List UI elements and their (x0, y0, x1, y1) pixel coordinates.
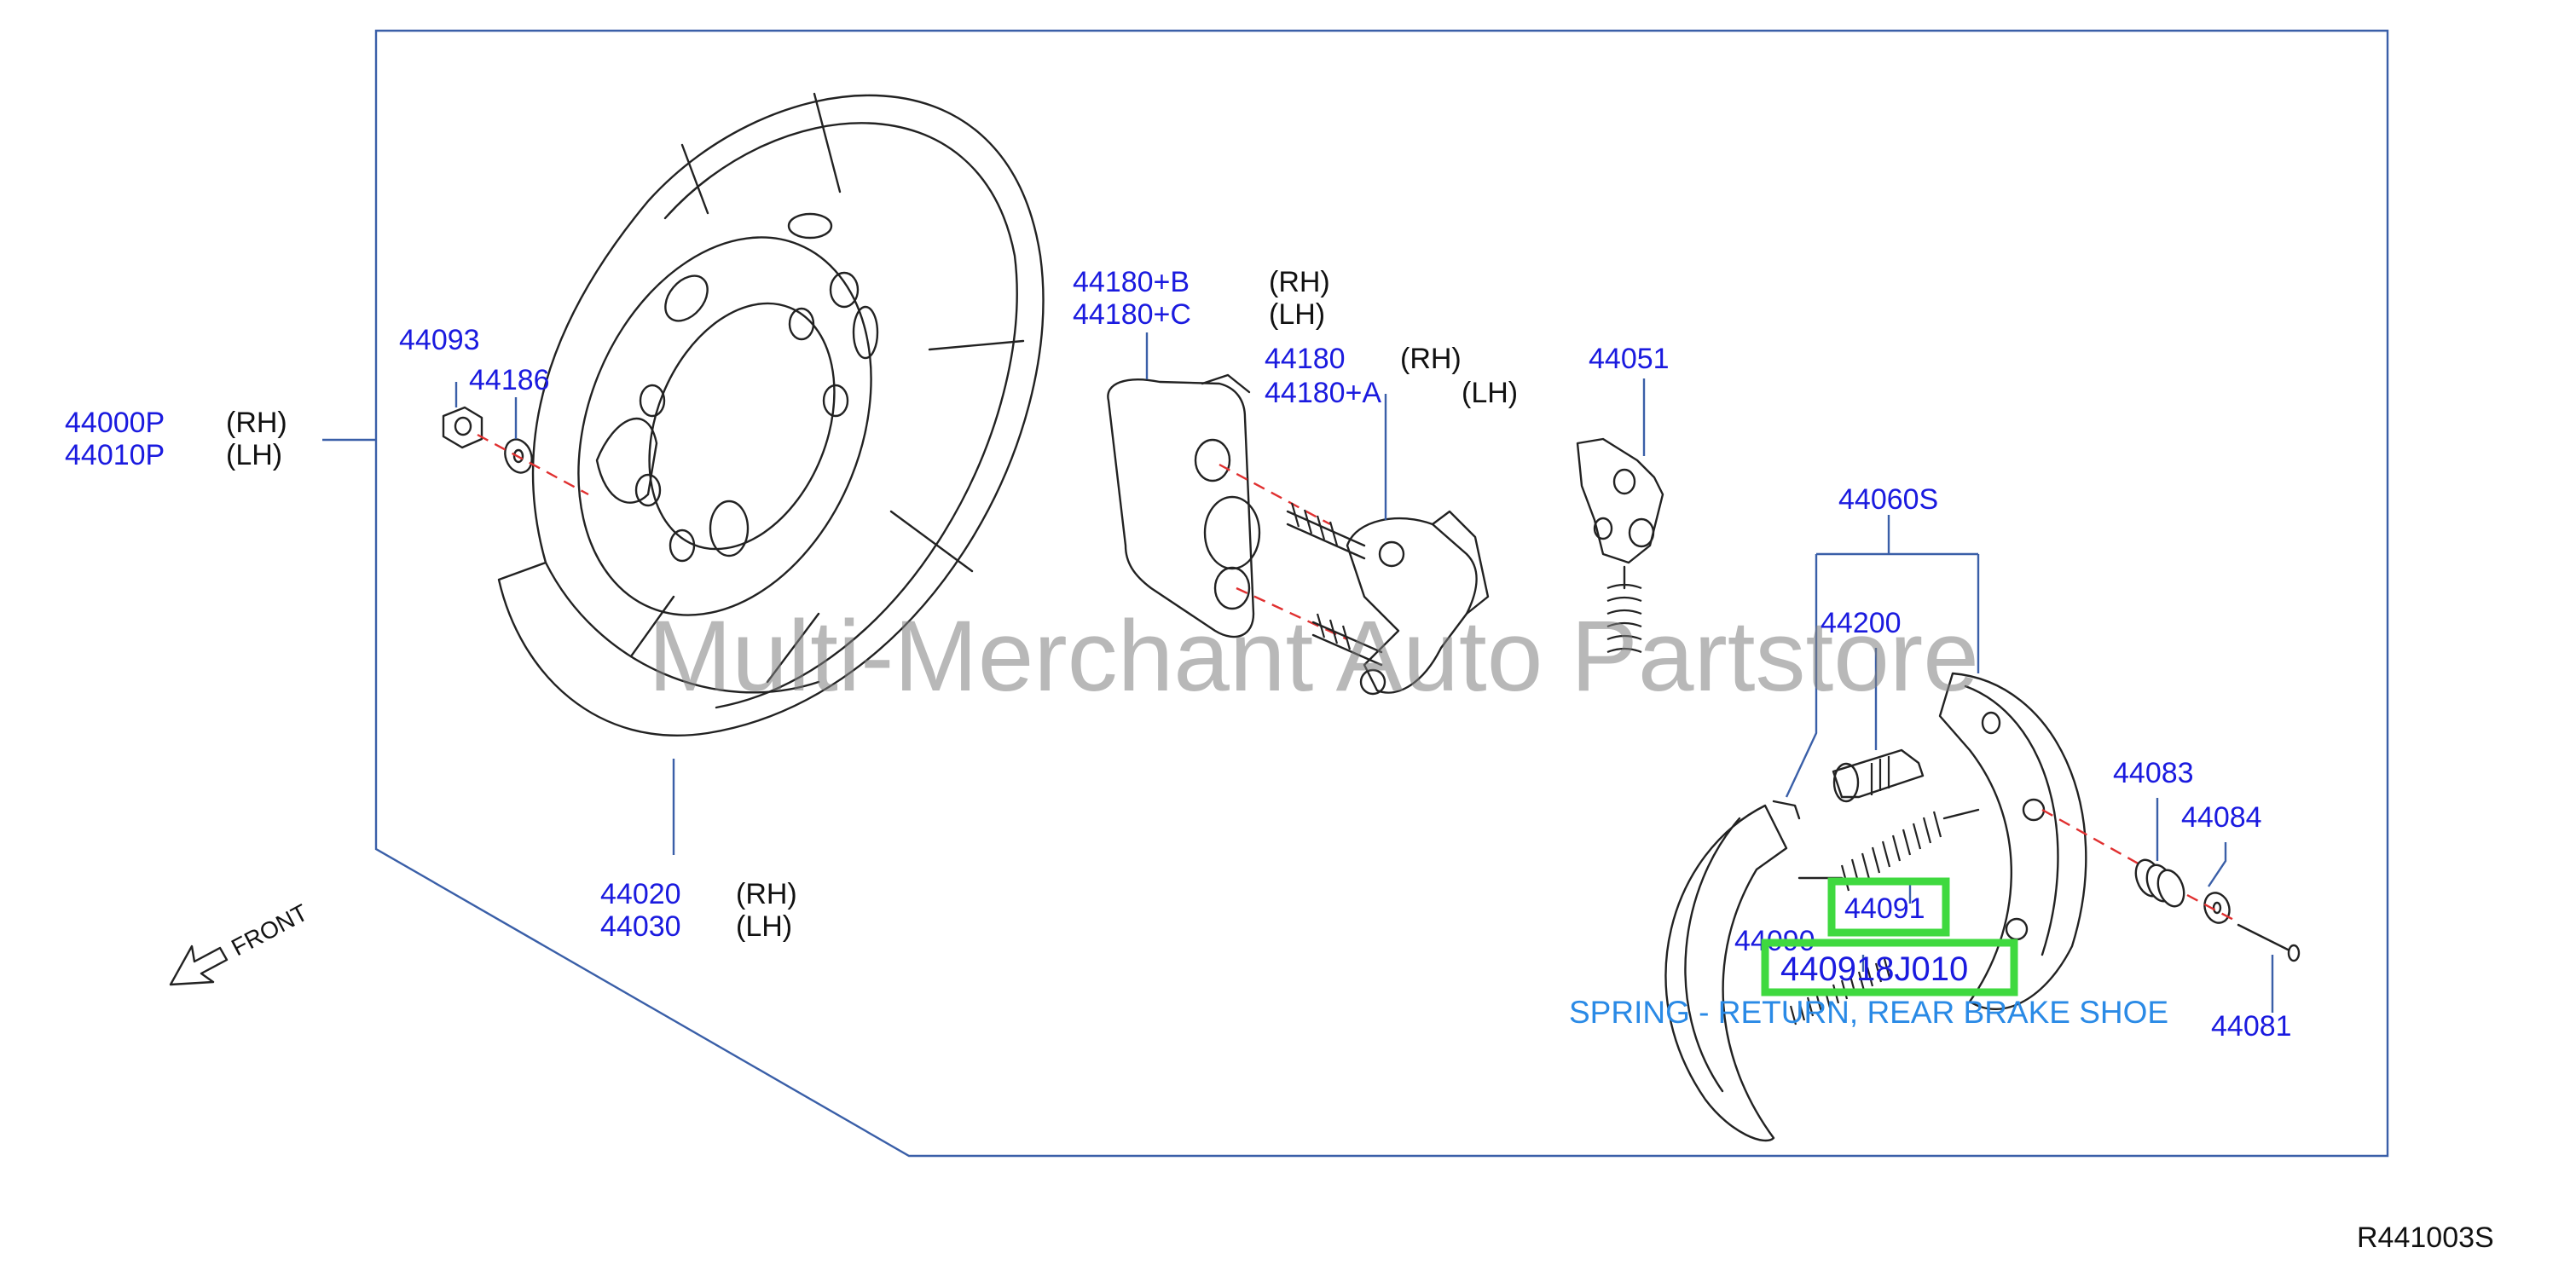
centerline-nut (477, 433, 589, 496)
part-44084[interactable]: 44084 (2181, 801, 2262, 834)
part-44180C[interactable]: 44180+C (1073, 298, 1191, 331)
assembly-frame (374, 29, 2389, 1158)
nut-44093[interactable] (442, 406, 483, 449)
part-44000P[interactable]: 44000P (65, 407, 165, 439)
part-44051[interactable]: 44051 (1589, 343, 1670, 375)
part-44010P[interactable]: 44010P (65, 439, 165, 471)
part-44180[interactable]: 44180 (1265, 343, 1346, 375)
part-44180B[interactable]: 44180+B (1073, 266, 1190, 298)
side-lh-44180C: (LH) (1269, 298, 1325, 331)
part-440918J010[interactable]: 440918J010 (1780, 950, 1968, 988)
centerline-bracket-1 (1219, 463, 1331, 526)
side-lh-44180A: (LH) (1462, 377, 1518, 409)
caliper-44180[interactable] (1286, 502, 1490, 696)
part-44081[interactable]: 44081 (2211, 1010, 2292, 1043)
caliper-bracket[interactable] (1107, 373, 1261, 638)
side-rh-44000P: (RH) (226, 407, 287, 439)
part-44180A[interactable]: 44180+A (1265, 377, 1381, 409)
side-rh-44020: (RH) (736, 878, 797, 910)
centerline-bracket-2 (1236, 586, 1348, 641)
leader-lines (322, 332, 2274, 1013)
side-rh-44180B: (RH) (1269, 266, 1330, 298)
pin-44081[interactable] (2237, 923, 2301, 962)
part-44020[interactable]: 44020 (600, 878, 681, 910)
cup-44084[interactable] (2201, 889, 2234, 926)
front-arrow: FRONT (169, 899, 312, 986)
watermark: Multi-Merchant Auto Partstore (648, 600, 1979, 713)
centerline-pin (2186, 893, 2239, 924)
side-rh-44180: (RH) (1400, 343, 1462, 375)
centerline-shoe-pin (2041, 808, 2150, 871)
part-44186[interactable]: 44186 (469, 364, 550, 396)
part-44083[interactable]: 44083 (2113, 757, 2194, 789)
brake-shoe-left[interactable] (1664, 800, 1801, 1142)
holddown-spring-44083[interactable] (2131, 857, 2188, 910)
part-44093[interactable]: 44093 (399, 324, 480, 356)
part-44200[interactable]: 44200 (1821, 607, 1902, 639)
lever-44051[interactable] (1576, 437, 1664, 654)
highlight-box-44091 (1827, 877, 1950, 937)
backing-plate[interactable] (497, 92, 1045, 736)
front-label: FRONT (227, 899, 312, 962)
part-44060S[interactable]: 44060S (1838, 483, 1938, 516)
adjuster-44200[interactable] (1832, 748, 1925, 803)
part-description: SPRING - RETURN, REAR BRAKE SHOE (1569, 995, 2168, 1030)
diagram-id: R441003S (2357, 1222, 2494, 1254)
side-lh-44030: (LH) (736, 910, 792, 943)
highlight-box-440918J010 (1761, 939, 2018, 996)
part-44030[interactable]: 44030 (600, 910, 681, 943)
part-44091[interactable]: 44091 (1844, 892, 1925, 925)
side-lh-44010P: (LH) (226, 439, 282, 471)
